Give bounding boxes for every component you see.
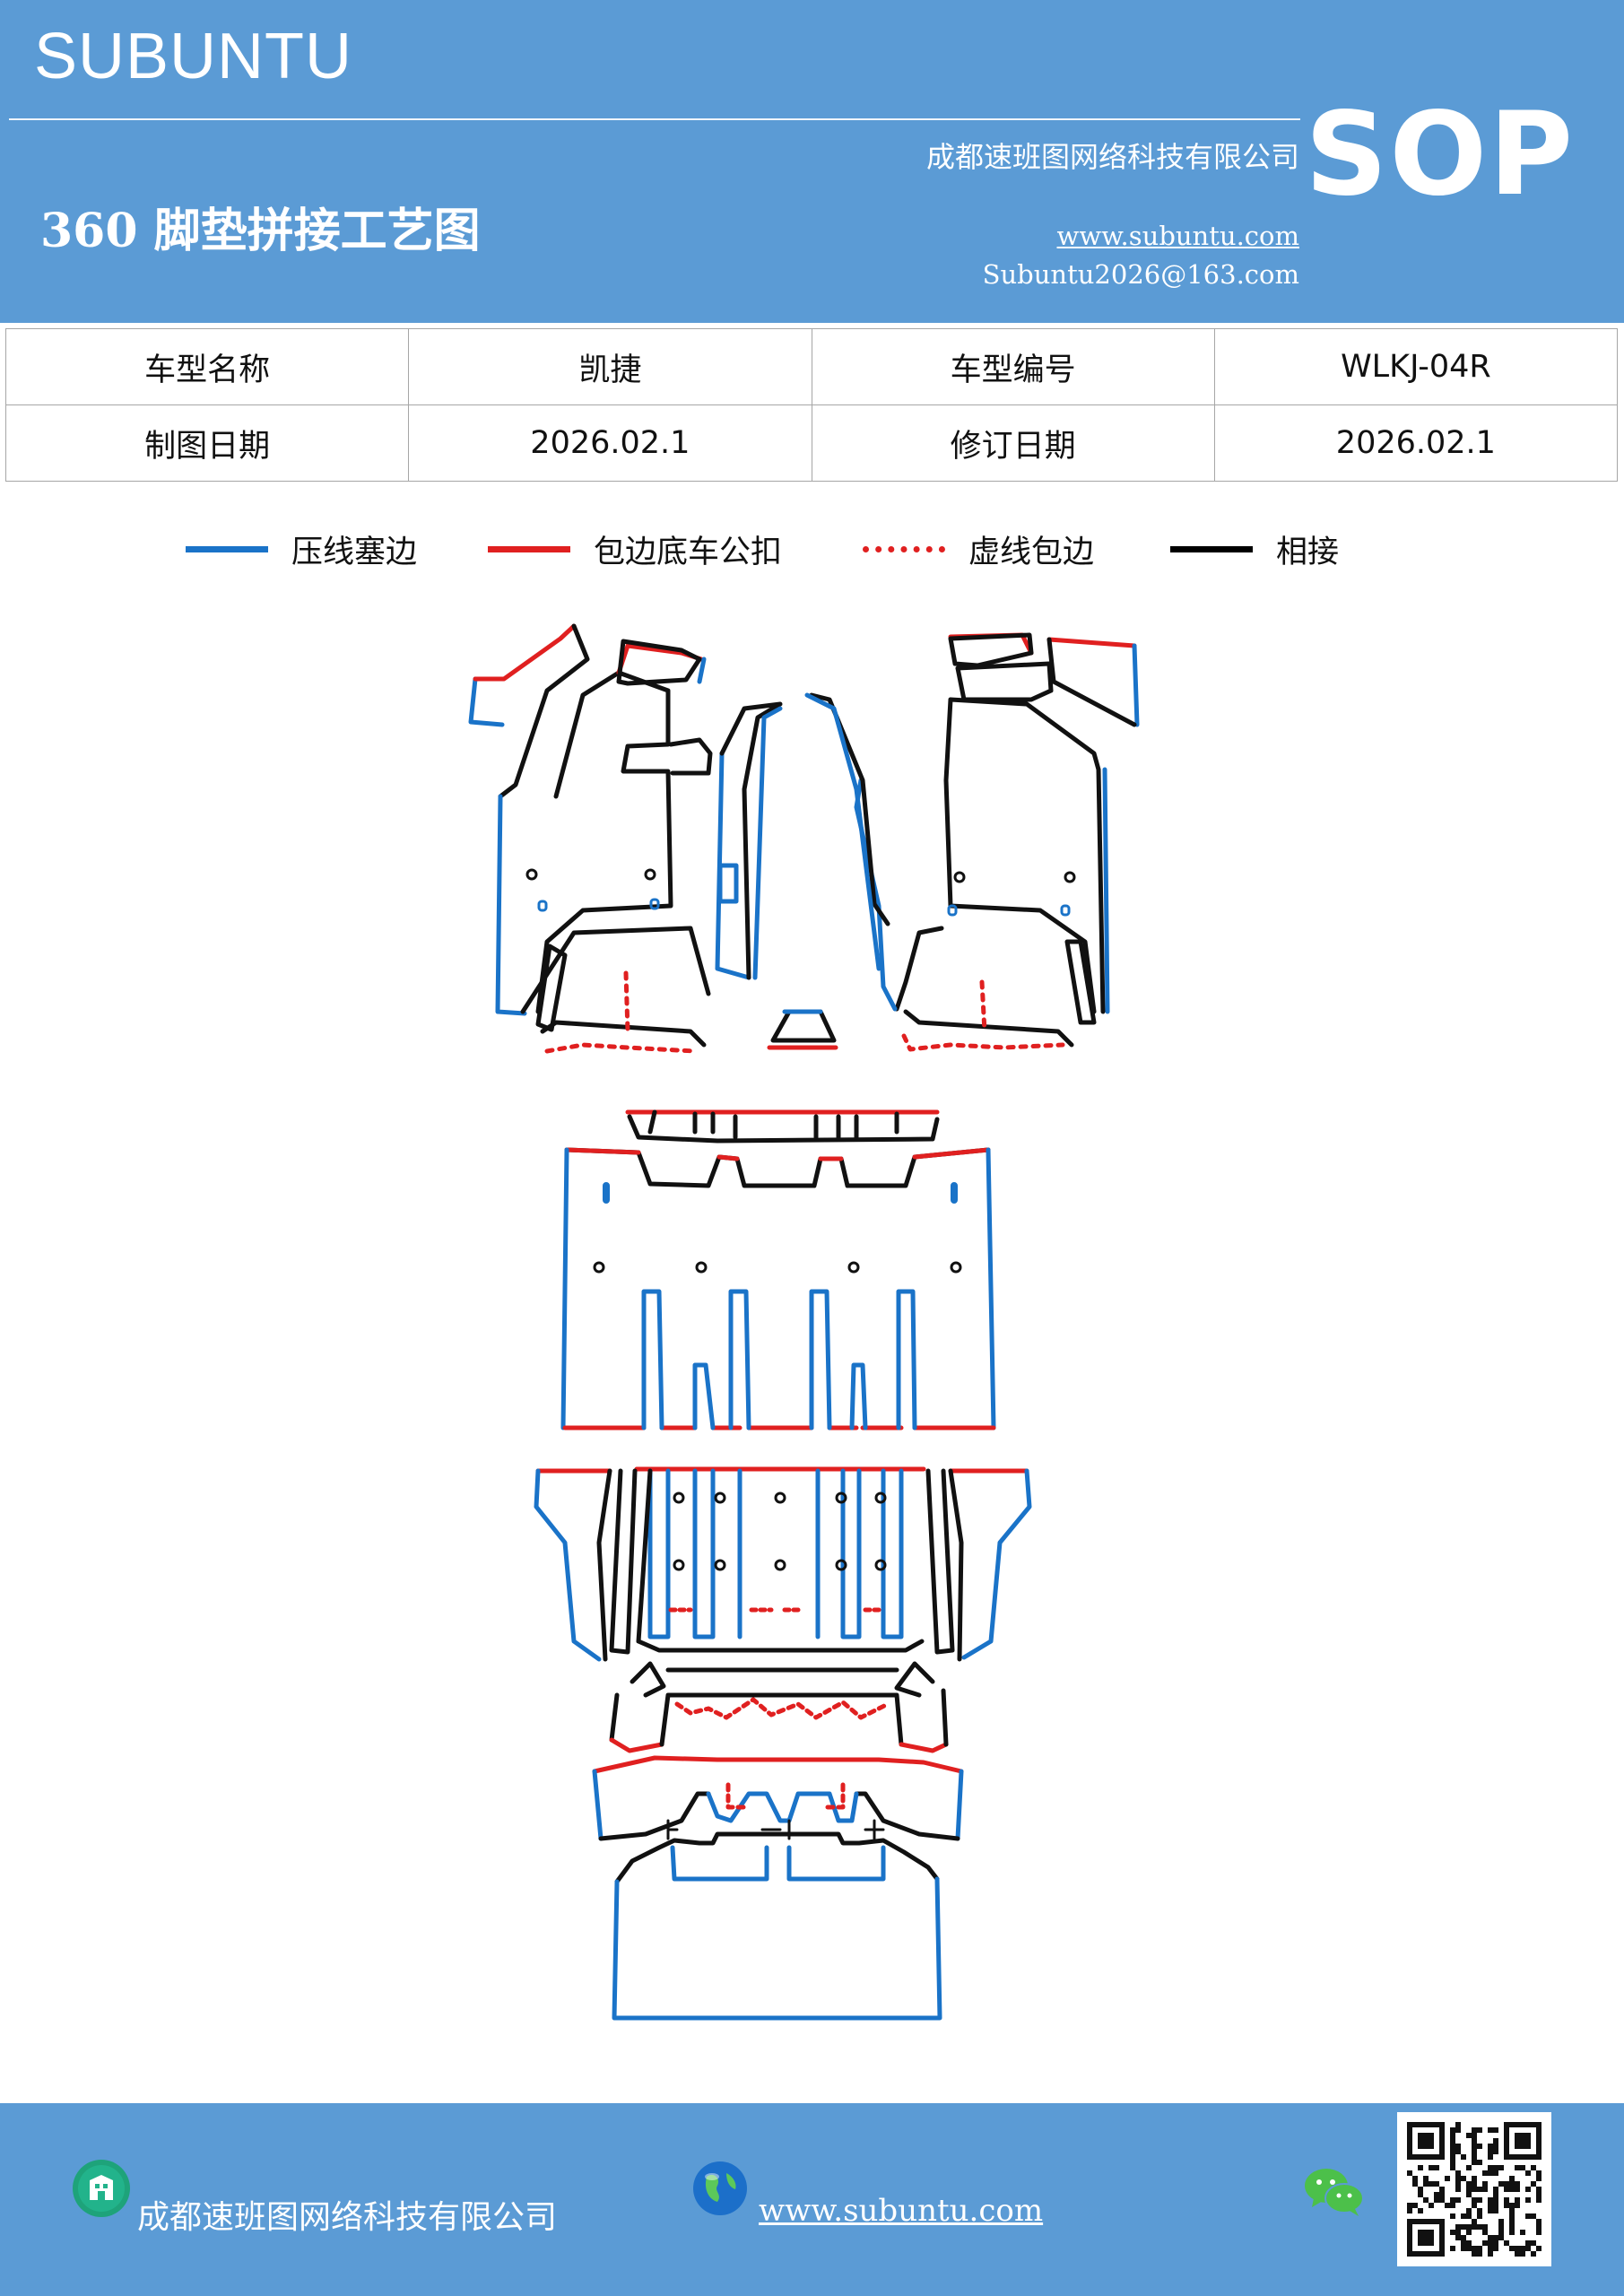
revision-date-label: 修订日期 bbox=[811, 404, 1215, 482]
mounting-hole bbox=[644, 868, 656, 881]
legend-label: 相接 bbox=[1276, 534, 1340, 570]
mounting-hole bbox=[874, 1492, 887, 1504]
sop-badge: SOP bbox=[1305, 88, 1575, 222]
mounting-hole bbox=[774, 1492, 786, 1504]
legend-swatch bbox=[1170, 545, 1253, 552]
legend-item-press-line: 压线塞边 bbox=[186, 527, 417, 570]
mounting-hole bbox=[1064, 871, 1076, 883]
legend-swatch bbox=[863, 545, 945, 552]
second-row-mat bbox=[560, 1109, 996, 1431]
mounting-hole bbox=[774, 1559, 786, 1571]
company-name: 成都速班图网络科技有限公司 bbox=[925, 140, 1299, 174]
qr-code-pattern bbox=[1407, 2122, 1541, 2257]
model-code-label: 车型编号 bbox=[811, 328, 1215, 405]
table-row: 车型名称 凯捷 车型编号 WLKJ-04R bbox=[4, 328, 1619, 405]
drawing-date-label: 制图日期 bbox=[4, 404, 410, 482]
legend-label: 虚线包边 bbox=[968, 534, 1095, 570]
legend-item-edge-binding: 包边底车公扣 bbox=[488, 527, 782, 570]
legend-item-joint: 相接 bbox=[1170, 527, 1339, 570]
revision-date-value: 2026.02.1 bbox=[1213, 404, 1619, 482]
clip-slot bbox=[1060, 904, 1071, 917]
qr-code bbox=[1397, 2112, 1551, 2266]
legend-label: 包边底车公扣 bbox=[594, 534, 783, 570]
legend-swatch bbox=[488, 545, 570, 552]
building-icon bbox=[72, 2159, 131, 2222]
mounting-hole bbox=[695, 1261, 708, 1274]
vehicle-info-table: 车型名称 凯捷 车型编号 WLKJ-04R 制图日期 2026.02.1 修订日… bbox=[4, 328, 1619, 482]
mounting-hole bbox=[673, 1559, 685, 1571]
mounting-hole bbox=[673, 1492, 685, 1504]
mounting-hole bbox=[953, 871, 966, 883]
mounting-hole bbox=[950, 1261, 962, 1274]
mounting-hole bbox=[525, 868, 538, 881]
legend-swatch bbox=[186, 545, 268, 552]
footer-website-link[interactable]: www.subuntu.com bbox=[759, 2193, 1044, 2229]
trunk-lower-mat bbox=[592, 1755, 964, 2021]
clip-slot bbox=[947, 904, 958, 917]
mounting-hole bbox=[714, 1559, 726, 1571]
email-address: Subuntu2026@163.com bbox=[982, 259, 1299, 290]
footer-banner: 成都速班图网络科技有限公司 www.subuntu.com bbox=[0, 2103, 1624, 2296]
model-name-label: 车型名称 bbox=[4, 328, 410, 405]
mounting-hole bbox=[847, 1261, 860, 1274]
globe-icon bbox=[690, 2159, 750, 2222]
header-divider bbox=[9, 118, 1300, 120]
brand-name: SUBUNTU bbox=[34, 21, 353, 92]
clip-slot bbox=[649, 898, 660, 910]
third-row-mat bbox=[534, 1466, 1032, 1662]
header-banner: SUBUNTU 成都速班图网络科技有限公司 360 脚垫拼接工艺图 www.su… bbox=[0, 0, 1624, 323]
mounting-hole bbox=[835, 1492, 847, 1504]
drawing-date-value: 2026.02.1 bbox=[408, 404, 812, 482]
clip-slot bbox=[537, 900, 548, 912]
mounting-hole bbox=[593, 1261, 605, 1274]
legend-label: 压线塞边 bbox=[291, 534, 418, 570]
center-tunnel-mat bbox=[767, 1009, 838, 1050]
legend-item-dashed-binding: 虚线包边 bbox=[863, 527, 1094, 570]
wechat-icon[interactable] bbox=[1303, 2164, 1366, 2223]
footer-company-name: 成都速班图网络科技有限公司 bbox=[137, 2199, 558, 2236]
front-right-mat bbox=[804, 632, 1140, 1052]
front-left-mat bbox=[468, 623, 783, 1054]
model-name-value: 凯捷 bbox=[408, 328, 812, 405]
mounting-hole bbox=[874, 1559, 887, 1571]
trunk-upper-mat bbox=[609, 1661, 949, 1753]
table-row: 制图日期 2026.02.1 修订日期 2026.02.1 bbox=[4, 404, 1619, 482]
mounting-hole bbox=[714, 1492, 726, 1504]
mounting-holes bbox=[525, 868, 1076, 1571]
website-link[interactable]: www.subuntu.com bbox=[1056, 221, 1299, 251]
model-code-value: WLKJ-04R bbox=[1213, 328, 1619, 405]
mounting-hole bbox=[835, 1559, 847, 1571]
document-title: 360 脚垫拼接工艺图 bbox=[40, 204, 481, 258]
